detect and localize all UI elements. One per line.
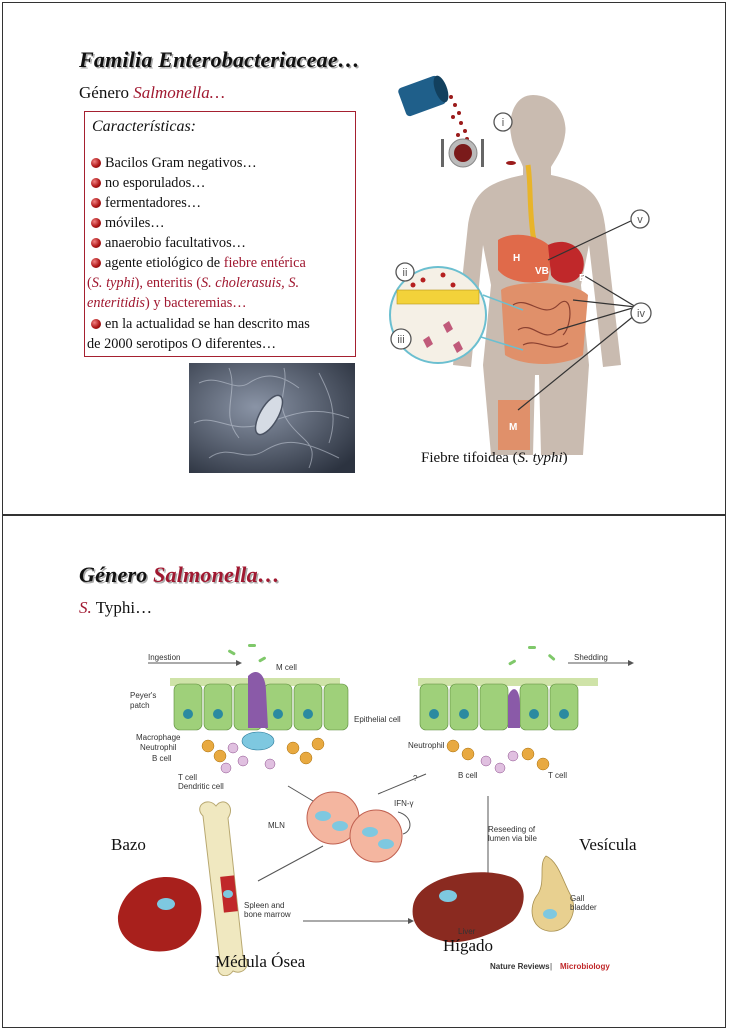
bullet-icon bbox=[91, 218, 101, 228]
bullet-icon bbox=[91, 258, 101, 268]
bullet-4: móviles… bbox=[91, 214, 165, 232]
label-reseed-1: Reseeding of bbox=[488, 825, 536, 834]
label-epithelial: Epithelial cell bbox=[354, 715, 401, 724]
caption-bazo: Bazo bbox=[111, 835, 146, 854]
bullet-6: agente etiológico de fiebre entérica bbox=[91, 254, 306, 272]
genus-prefix: Género bbox=[79, 83, 134, 102]
pathogenesis-diagram: Ingestion M cell Shedding Peyer's patch … bbox=[117, 644, 634, 976]
bullet-7-line-2: de 2000 serotipos O diferentes… bbox=[87, 336, 276, 352]
label-peyers: Peyer's bbox=[130, 691, 156, 700]
label-gall: Gall bbox=[570, 894, 584, 903]
liver-shape bbox=[412, 872, 524, 943]
label-shedding: Shedding bbox=[574, 653, 608, 662]
label-i: i bbox=[502, 117, 504, 129]
label-patch: patch bbox=[130, 701, 150, 710]
label-b-cell: B cell bbox=[152, 754, 172, 763]
slide-1-title: Familia Enterobacteriaceae… bbox=[79, 47, 360, 72]
bullet-3: fermentadores… bbox=[91, 194, 201, 212]
label-liver: Liver bbox=[458, 927, 476, 936]
label-spleen-2: bone marrow bbox=[244, 910, 291, 919]
label-ifn: IFN-γ bbox=[394, 799, 414, 808]
slide-1: Familia Enterobacteriaceae… Género Salmo… bbox=[2, 2, 726, 515]
label-bladder: bladder bbox=[570, 903, 597, 912]
caption-higado: Hígado bbox=[443, 936, 494, 955]
panel-heading: Características: bbox=[92, 118, 196, 135]
label-m: M bbox=[509, 422, 517, 433]
label-macrophage: Macrophage bbox=[136, 733, 181, 742]
bacterium-micrograph bbox=[189, 363, 355, 473]
bullet-icon bbox=[91, 158, 101, 168]
subtitle: S. Typhi… bbox=[79, 598, 153, 617]
slide-2: Género Salmonella… S. Typhi… bbox=[2, 515, 726, 1028]
bullet-icon bbox=[91, 238, 101, 248]
characteristics-panel: Características: Bacilos Gram negativos…… bbox=[84, 111, 356, 357]
credit-nature-reviews: Nature Reviews bbox=[490, 962, 550, 971]
label-neutrophil: Neutrophil bbox=[140, 743, 177, 752]
label-ii: ii bbox=[403, 267, 408, 279]
label-neutrophil-right: Neutrophil bbox=[408, 741, 445, 750]
bullet-5: anaerobio facultativos… bbox=[91, 234, 246, 252]
label-h: H bbox=[513, 253, 520, 264]
label-vb: VB bbox=[535, 266, 549, 277]
genus-line: Género Salmonella… bbox=[79, 83, 225, 103]
left-epithelium bbox=[170, 671, 349, 774]
label-t-cell-right: T cell bbox=[548, 771, 567, 780]
label-v: v bbox=[637, 214, 643, 226]
label-dendritic: Dendritic cell bbox=[178, 782, 224, 791]
caption-medula: Médula Ósea bbox=[215, 952, 306, 971]
label-b-cell-right: B cell bbox=[458, 771, 478, 780]
bullet-6-line-3: enteritidis) y bacteremias… bbox=[87, 295, 247, 311]
bullet-7: en la actualidad se han descrito mas bbox=[91, 315, 310, 333]
figure-caption: Fiebre tifoidea (S. typhi) bbox=[421, 450, 568, 466]
spleen-shape bbox=[117, 877, 202, 952]
mln-nodes bbox=[306, 791, 403, 863]
label-t-cell: T cell bbox=[178, 773, 197, 782]
caption-vesicula: Vesícula bbox=[579, 835, 637, 854]
genus-name: Salmonella… bbox=[133, 83, 225, 102]
bullet-icon bbox=[91, 198, 101, 208]
bullet-2: no esporulados… bbox=[91, 174, 205, 192]
plate-icon bbox=[441, 138, 484, 168]
bullet-1: Bacilos Gram negativos… bbox=[91, 154, 257, 172]
gall-bladder-shape bbox=[531, 855, 574, 932]
credit-microbiology: Microbiology bbox=[560, 962, 610, 971]
label-m-cell: M cell bbox=[276, 663, 297, 672]
bullet-6-line-2: (S. typhi), enteritis (S. cholerasuis, S… bbox=[87, 275, 300, 291]
slide-2-title: Género Salmonella… bbox=[79, 562, 281, 587]
label-mln: MLN bbox=[268, 821, 285, 830]
label-iii: iii bbox=[397, 334, 404, 346]
typhoid-body-figure: i v iv ii iii H VB B M bbox=[389, 75, 652, 455]
barrel-icon bbox=[398, 75, 449, 117]
bullet-icon bbox=[91, 319, 101, 329]
label-b: B bbox=[579, 273, 586, 284]
label-iv: iv bbox=[637, 308, 645, 320]
label-spleen-1: Spleen and bbox=[244, 901, 284, 910]
credit-separator: | bbox=[550, 962, 552, 971]
label-ingestion: Ingestion bbox=[148, 653, 180, 662]
right-epithelium bbox=[418, 678, 598, 774]
bullet-icon bbox=[91, 178, 101, 188]
label-reseed-2: lumen via bile bbox=[488, 834, 537, 843]
